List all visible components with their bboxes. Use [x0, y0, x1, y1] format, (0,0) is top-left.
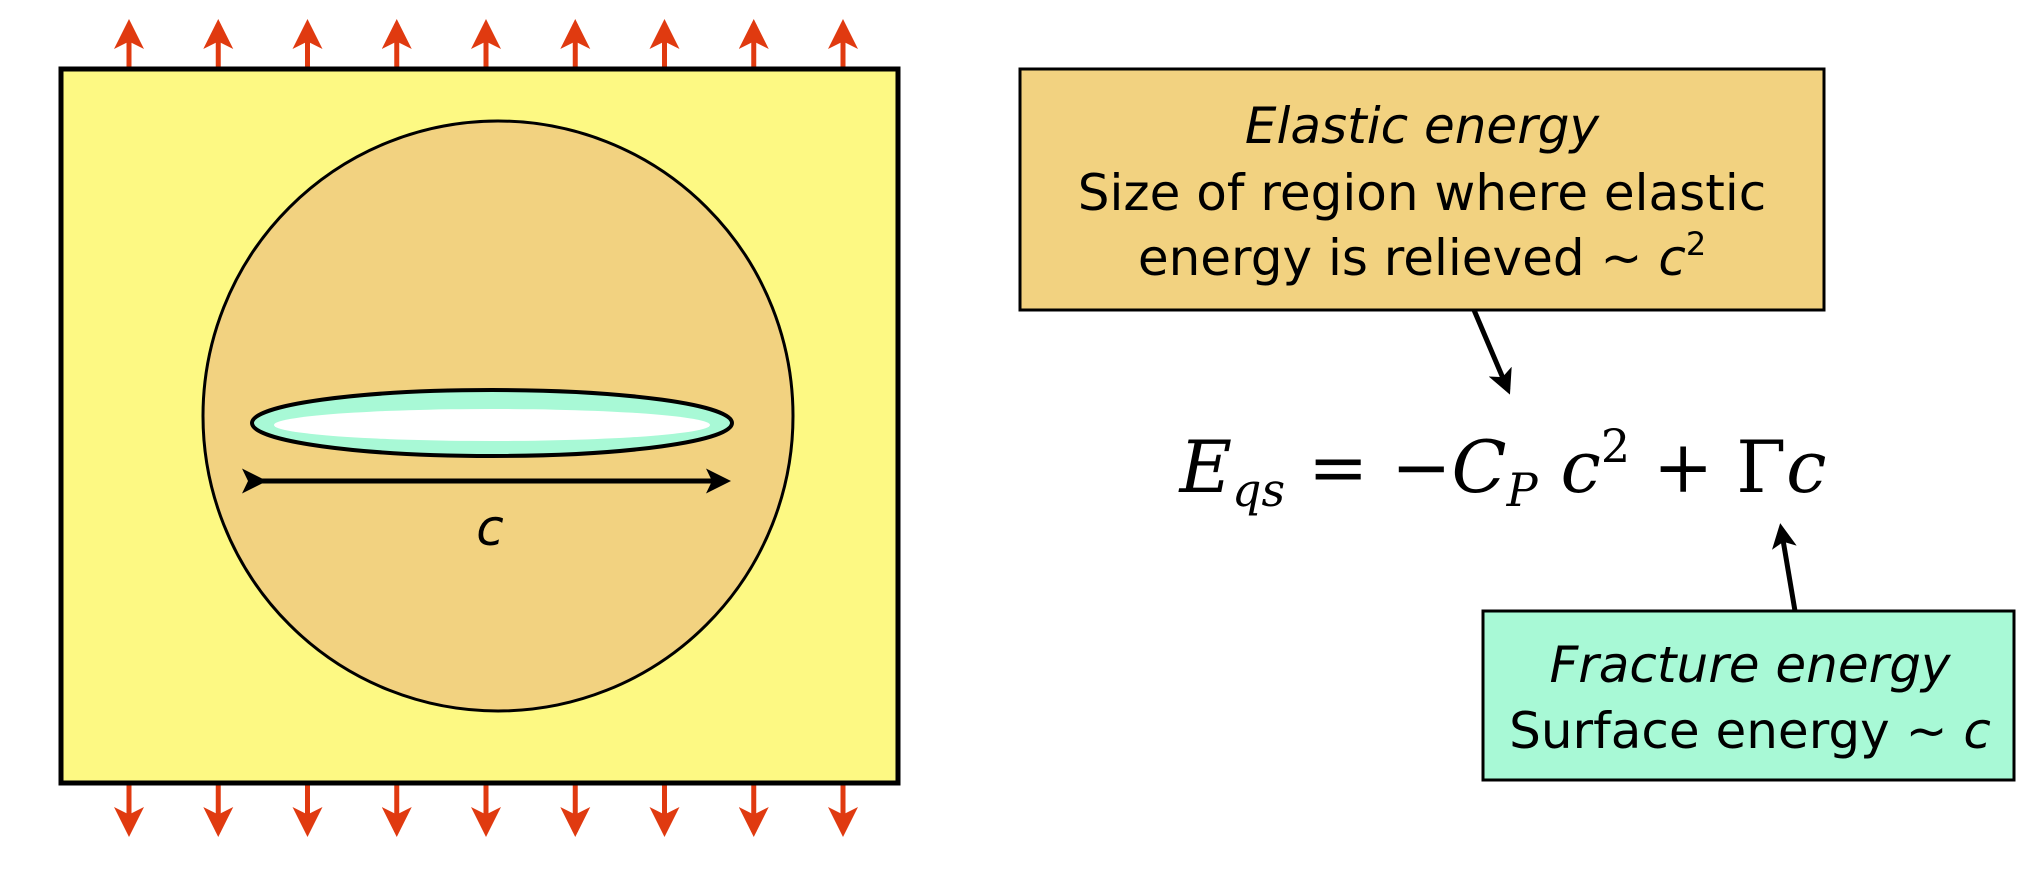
fracture-energy-title: Fracture energy: [1549, 636, 1951, 694]
elastic-energy-line2-var: c: [1658, 229, 1686, 287]
crack-length-label: c: [476, 499, 504, 557]
elastic-energy-line2-exp: 2: [1686, 225, 1706, 263]
elastic-energy-line2: energy is relieved ~ c2: [1138, 225, 1706, 287]
fracture-energy-line1: Surface energy ~ c: [1509, 702, 1991, 760]
elastic-energy-title: Elastic energy: [1245, 97, 1601, 155]
elastic-energy-box: [1018, 67, 1826, 312]
fracture-energy-line1-var: c: [1963, 702, 1991, 760]
tension-arrows-bottom: [114, 783, 858, 837]
crack-opening: [274, 409, 710, 441]
fracture-energy-box: [1481, 609, 2016, 782]
fracture-pointer-arrow: [1772, 523, 1798, 612]
elastic-pointer-arrow: [1471, 309, 1512, 395]
energy-equation: Eqs = −CP c2 + Γc: [1177, 419, 1826, 517]
elastic-energy-line2-text: energy is relieved ~: [1138, 229, 1658, 287]
fracture-energy-line1-text: Surface energy ~: [1509, 702, 1963, 760]
tension-arrows-top: [114, 19, 858, 69]
elastic-energy-line1: Size of region where elastic: [1078, 164, 1766, 222]
